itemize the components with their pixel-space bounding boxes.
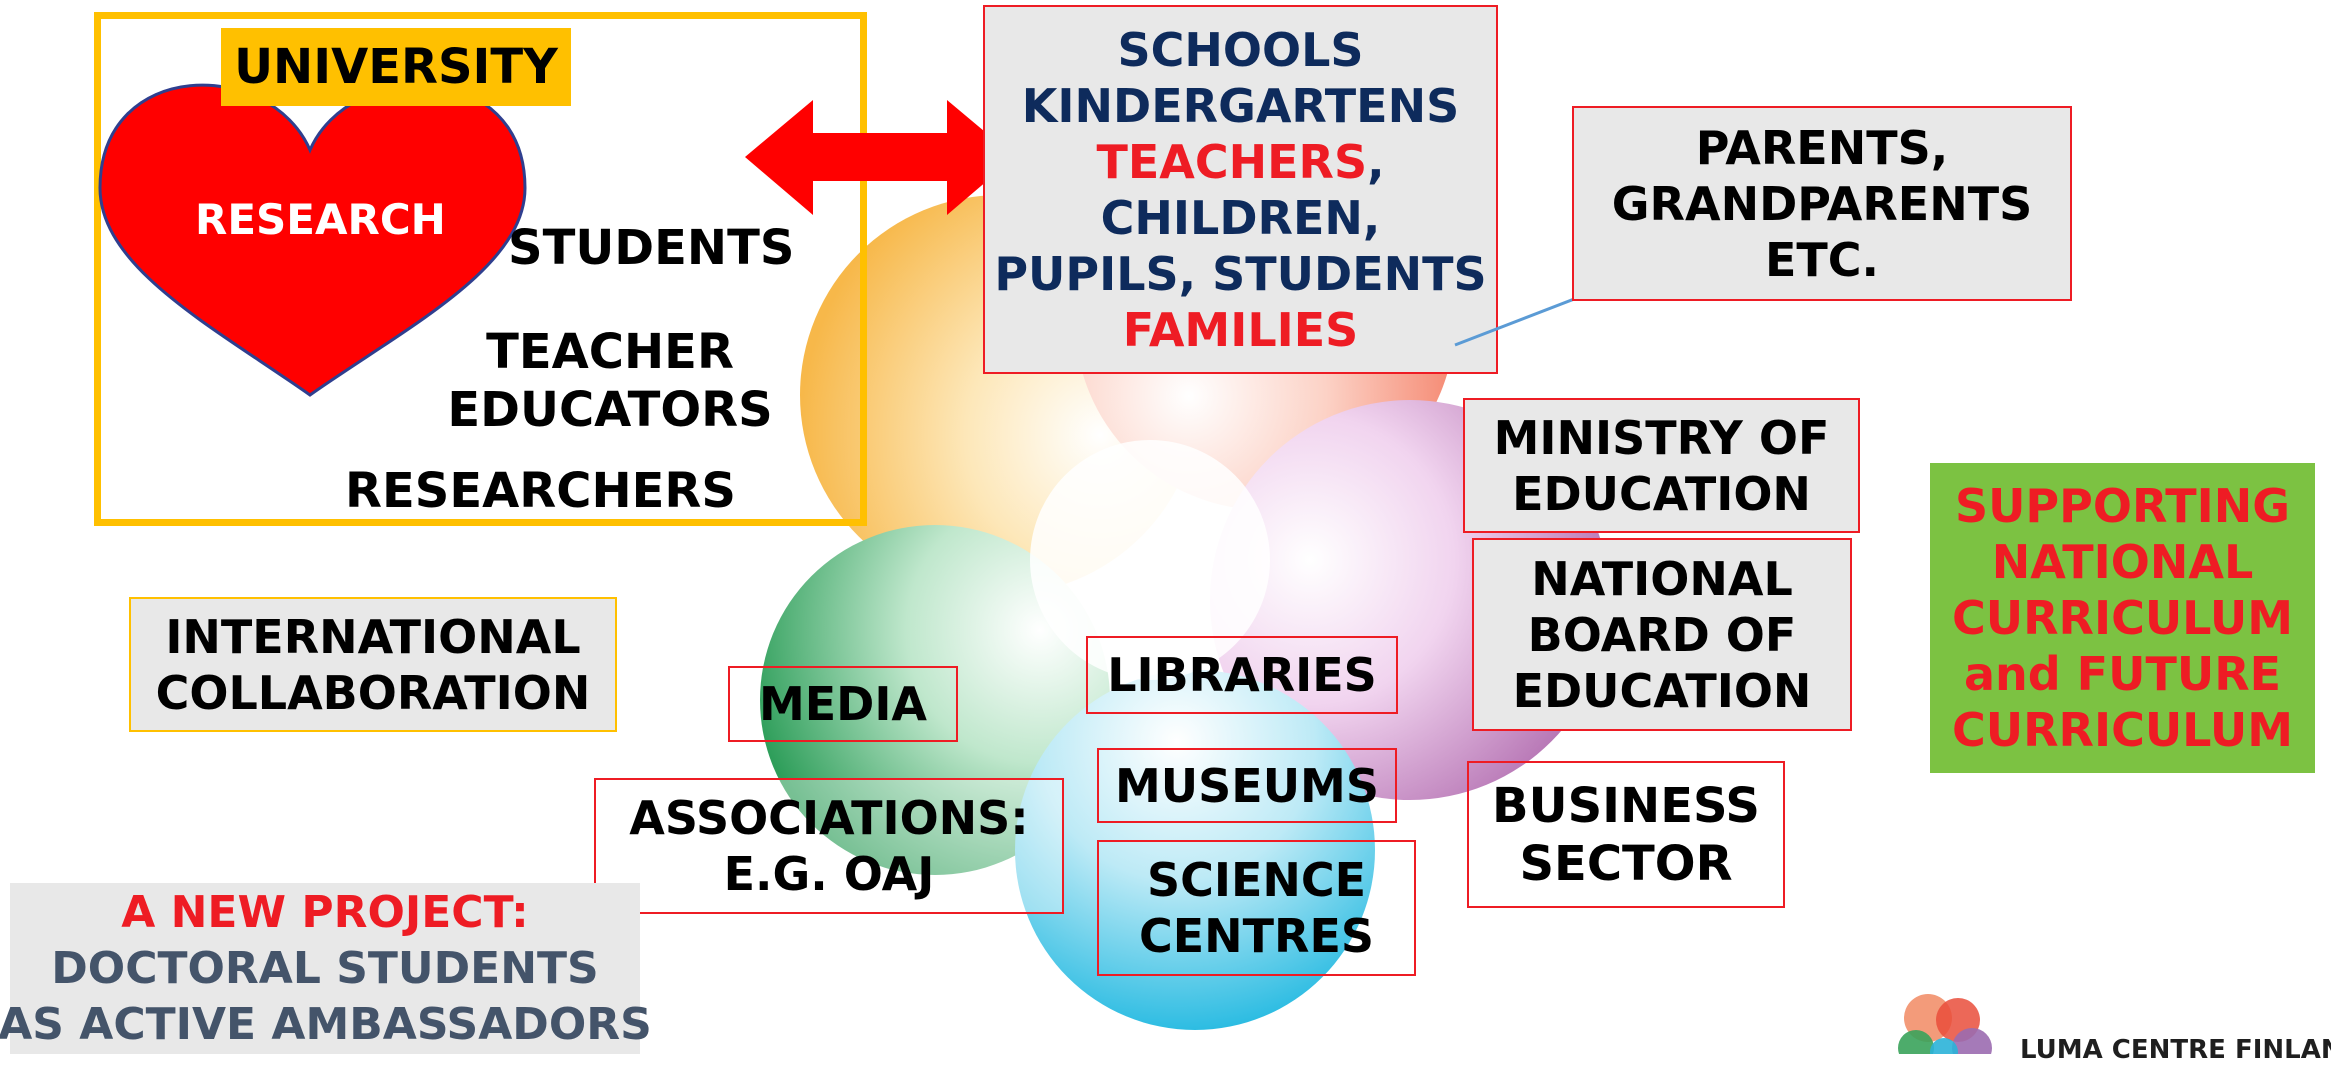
luma-logo-text: LUMA CENTRE FINLAND: [2020, 1035, 2331, 1065]
luma-logo-icon: [1898, 994, 1992, 1054]
petal-green: [760, 525, 1110, 875]
science-centres-box: SCIENCE CENTRES: [1097, 840, 1416, 976]
double-arrow-icon: [745, 100, 1015, 215]
university-frame: [94, 12, 867, 526]
supporting-box: SUPPORTING NATIONAL CURRICULUM and FUTUR…: [1930, 463, 2315, 773]
flower-center: [1030, 440, 1270, 680]
libraries-box: LIBRARIES: [1086, 636, 1398, 714]
ministry-box: MINISTRY OF EDUCATION: [1463, 398, 1860, 533]
schools-box: SCHOOLS KINDERGARTENS TEACHERS, CHILDREN…: [983, 5, 1498, 374]
associations-box: ASSOCIATIONS: E.G. OAJ: [594, 778, 1064, 914]
media-box: MEDIA: [728, 666, 958, 742]
researchers-label: RESEARCHERS: [345, 463, 736, 519]
university-label-box: UNIVERSITY: [221, 28, 571, 106]
parents-box: PARENTS, GRANDPARENTS ETC.: [1572, 106, 2072, 301]
students-label: STUDENTS: [508, 220, 795, 276]
national-board-box: NATIONAL BOARD OF EDUCATION: [1472, 538, 1852, 731]
teachers-line: TEACHERS,: [1096, 134, 1385, 189]
university-label: UNIVERSITY: [234, 39, 558, 95]
teacher-educators-label: TEACHER EDUCATORS: [447, 324, 773, 438]
heart-label: RESEARCH: [195, 195, 446, 244]
international-box: INTERNATIONAL COLLABORATION: [129, 597, 617, 732]
museums-box: MUSEUMS: [1097, 748, 1397, 823]
new-project-box: A NEW PROJECT: DOCTORAL STUDENTS AS ACTI…: [0, 883, 652, 1054]
business-box: BUSINESS SECTOR: [1467, 761, 1785, 908]
petal-blue: [1015, 670, 1375, 1030]
